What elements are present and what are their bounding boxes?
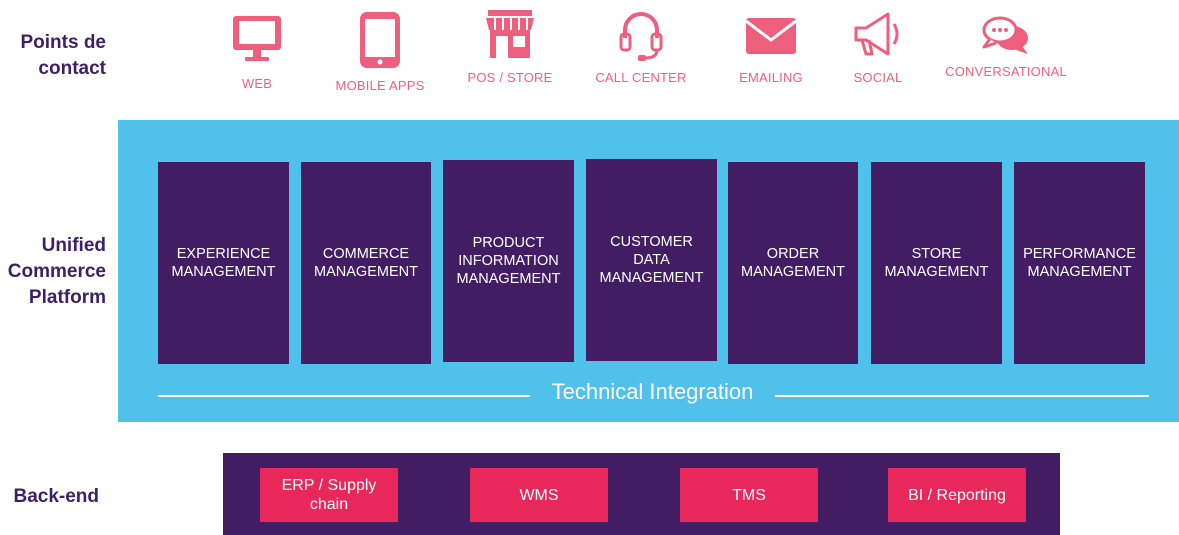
channel-mobile-apps: MOBILE APPS (315, 6, 445, 93)
row-label-platform: Unified Commerce Platform (7, 235, 106, 308)
tablet-icon (360, 12, 400, 68)
channel-label-social: SOCIAL (853, 70, 903, 85)
module-commerce-management: COMMERCE MANAGEMENT (301, 162, 431, 364)
megaphone-icon (854, 12, 899, 56)
backend-wms: WMS (470, 468, 608, 522)
module-experience-management: EXPERIENCE MANAGEMENT (158, 162, 289, 364)
row-label-backend: Back-end (13, 486, 99, 507)
integration-line-left (158, 395, 530, 397)
backend-erp-supply-chain: ERP / Supply chain (260, 468, 398, 522)
channel-label-call-center: CALL CENTER (595, 70, 687, 85)
channel-social: SOCIAL (813, 6, 943, 85)
channel-conversational: CONVERSATIONAL (941, 6, 1071, 79)
envelope-icon (745, 18, 797, 54)
channel-web: WEB (192, 6, 322, 91)
chat-bubbles-icon (982, 16, 1028, 54)
channel-label-pos-store: POS / STORE (467, 70, 553, 85)
channel-label-mobile-apps: MOBILE APPS (335, 78, 425, 93)
channel-label-emailing: EMAILING (739, 70, 803, 85)
channel-label-conversational: CONVERSATIONAL (945, 64, 1067, 79)
channel-call-center: CALL CENTER (576, 6, 706, 85)
headset-icon (619, 12, 663, 61)
module-performance-management: PERFORMANCE MANAGEMENT (1014, 162, 1145, 364)
row-label-contact: Points de contact (20, 32, 106, 79)
module-order-management: ORDER MANAGEMENT (728, 162, 858, 364)
storefront-icon (486, 10, 534, 58)
channel-emailing: EMAILING (706, 6, 836, 85)
channel-pos-store: POS / STORE (445, 6, 575, 85)
integration-line-right (775, 395, 1149, 397)
monitor-icon (233, 16, 281, 61)
backend-tms: TMS (680, 468, 818, 522)
module-customer-data-management: CUSTOMER DATA MANAGEMENT (586, 159, 717, 361)
module-store-management: STORE MANAGEMENT (871, 162, 1002, 364)
module-product-information-management: PRODUCT INFORMATION MANAGEMENT (443, 160, 574, 362)
backend-bi-reporting: BI / Reporting (888, 468, 1026, 522)
integration-label: Technical Integration (551, 379, 754, 404)
channel-label-web: WEB (241, 76, 273, 91)
